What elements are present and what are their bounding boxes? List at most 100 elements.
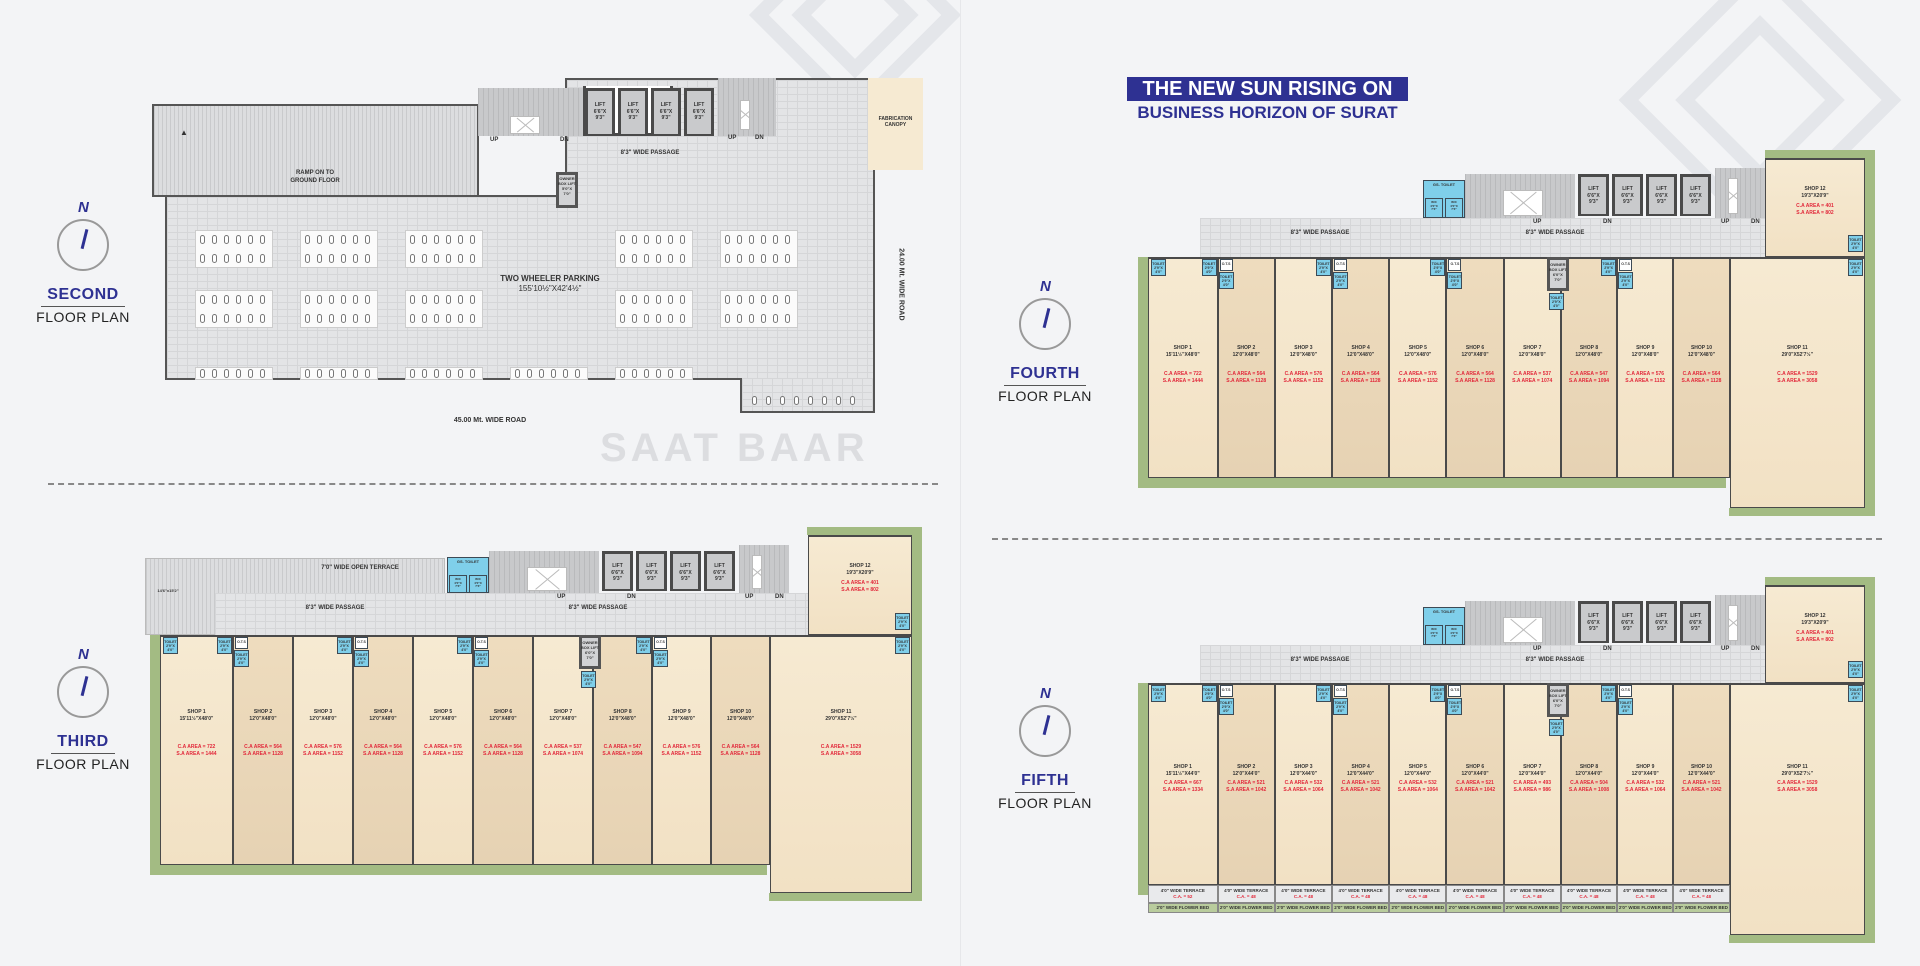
shop-name: SHOP 4 bbox=[1351, 763, 1370, 770]
lift bbox=[684, 88, 714, 136]
flower-bed-label: 2'0" WIDE FLOWER BED bbox=[1334, 905, 1387, 910]
shop-size: 12'0"X48'0" bbox=[1461, 352, 1489, 359]
two-wheeler-icon bbox=[446, 295, 451, 304]
two-wheeler-icon bbox=[305, 254, 310, 263]
two-wheeler-icon bbox=[305, 295, 310, 304]
carpet-area: C.A AREA = 576 bbox=[662, 743, 701, 750]
two-wheeler-icon bbox=[632, 254, 637, 263]
two-wheeler-icon bbox=[656, 295, 661, 304]
toilet: TOILET 2'9"X 4'0" bbox=[1333, 272, 1349, 289]
two-wheeler-icon bbox=[749, 235, 754, 244]
lift-label: LIFT bbox=[693, 102, 705, 108]
flower-bed bbox=[1446, 903, 1504, 913]
two-wheeler-icon bbox=[200, 254, 205, 263]
shop-1 bbox=[160, 635, 233, 865]
carpet-area: C.A AREA = 547 bbox=[603, 743, 642, 750]
section-divider bbox=[992, 538, 1882, 540]
carpet-area: C.A AREA = 537 bbox=[544, 743, 582, 750]
super-area: S.A AREA = 3058 bbox=[1777, 378, 1818, 385]
ots-shaft: O.T.S bbox=[1619, 685, 1633, 697]
two-wheeler-icon bbox=[850, 396, 855, 405]
shop-name: SHOP 7 bbox=[553, 708, 573, 715]
passage-label: 8'3" WIDE PASSAGE bbox=[1525, 230, 1585, 236]
shaft-void bbox=[1728, 178, 1738, 214]
shop-name: SHOP 10 bbox=[1690, 345, 1712, 352]
two-wheeler-icon bbox=[224, 369, 229, 378]
lift bbox=[602, 551, 633, 591]
ots-shaft: O.T.S bbox=[235, 637, 248, 649]
lift-label: LIFT bbox=[1622, 613, 1633, 619]
wc: W/C 4'0"X 7'3" bbox=[1425, 198, 1443, 218]
toilet: TOILET 2'9"X 4'0" bbox=[1201, 685, 1217, 702]
terrace bbox=[1389, 885, 1447, 903]
down-label: DN bbox=[560, 137, 569, 143]
shop-11 bbox=[770, 635, 912, 893]
owner-lift-label: OWNER BOX LIFT 6'0"X 7'0" bbox=[1548, 262, 1567, 282]
toilet: TOILET 2'9"X 4'0" bbox=[1618, 272, 1634, 289]
two-wheeler-icon bbox=[620, 314, 625, 323]
down-label: DN bbox=[1603, 646, 1612, 652]
toilet: TOILET 2'9"X 4'0" bbox=[895, 613, 910, 630]
up-label: UP bbox=[1721, 646, 1730, 652]
super-area: S.A AREA = 1064 bbox=[1625, 786, 1666, 793]
toilet: TOILET 2'9"X 4'0" bbox=[337, 637, 352, 654]
staircase bbox=[1715, 595, 1765, 645]
lift-label: LIFT bbox=[1690, 186, 1701, 192]
super-area: S.A AREA = 1008 bbox=[1568, 786, 1610, 793]
flower-bed bbox=[1617, 903, 1674, 913]
two-wheeler-icon bbox=[773, 314, 778, 323]
down-label: DN bbox=[1751, 646, 1760, 652]
toilet: TOILET 2'9"X 4'0" bbox=[457, 637, 472, 654]
ots-shaft: O.T.S bbox=[475, 637, 488, 649]
two-wheeler-icon bbox=[305, 235, 310, 244]
carpet-area: C.A AREA = 401 bbox=[841, 580, 879, 586]
shop-9 bbox=[1617, 683, 1674, 885]
toilet: TOILET 2'9"X 4'0" bbox=[1848, 259, 1863, 276]
carpet-area: C.A AREA = 504 bbox=[1570, 779, 1608, 786]
two-wheeler-icon bbox=[248, 235, 253, 244]
passage bbox=[215, 593, 808, 635]
lift bbox=[1646, 601, 1677, 643]
shop-name: SHOP 3 bbox=[1294, 345, 1313, 352]
carpet-area: C.A AREA = 521 bbox=[1682, 779, 1721, 786]
owner-box-lift bbox=[556, 172, 578, 208]
two-wheeler-icon bbox=[260, 235, 265, 244]
shop-name: SHOP 1 bbox=[1173, 763, 1192, 770]
toilet: TOILET 2'9"X 4'0" bbox=[581, 671, 596, 688]
carpet-area: C.A AREA = 564 bbox=[1341, 371, 1380, 378]
passage bbox=[1200, 218, 1765, 257]
two-wheeler-icon bbox=[680, 254, 685, 263]
shop-size: 15'11½"X44'0" bbox=[1165, 770, 1200, 777]
compass-needle-icon bbox=[1042, 714, 1050, 736]
flower-bed-label: 2'0" WIDE FLOWER BED bbox=[1448, 905, 1502, 910]
up-label: UP bbox=[1533, 219, 1542, 225]
two-wheeler-icon bbox=[761, 314, 766, 323]
down-label: DN bbox=[627, 594, 636, 600]
two-wheeler-icon bbox=[773, 295, 778, 304]
lift-label: LIFT bbox=[680, 563, 691, 569]
ots-shaft: O.T.S bbox=[1334, 685, 1348, 697]
two-wheeler-icon bbox=[317, 235, 322, 244]
two-wheeler-icon bbox=[632, 314, 637, 323]
lift-label: LIFT bbox=[627, 102, 639, 108]
lift-label: LIFT bbox=[1656, 613, 1667, 619]
shop-name: SHOP 2 bbox=[1237, 345, 1256, 352]
terrace bbox=[1332, 885, 1390, 903]
passage-label: 8'3" WIDE PASSAGE bbox=[1290, 230, 1350, 236]
flower-bed bbox=[1389, 903, 1447, 913]
fabrication-canopy bbox=[868, 78, 923, 170]
shop-size: 29'0"X52'7½" bbox=[825, 715, 857, 722]
toilet: TOILET 2'9"X 4'0" bbox=[1201, 259, 1217, 276]
two-wheeler-icon bbox=[410, 314, 415, 323]
super-area: S.A AREA = 802 bbox=[841, 587, 879, 593]
carpet-area: C.A AREA = 537 bbox=[1513, 371, 1552, 378]
two-wheeler-icon bbox=[668, 235, 673, 244]
carpet-area: C.A AREA = 564 bbox=[484, 743, 522, 750]
down-label: DN bbox=[755, 135, 764, 141]
lift-label: LIFT bbox=[1588, 186, 1599, 192]
two-wheeler-icon bbox=[766, 396, 771, 405]
two-wheeler-icon bbox=[422, 295, 427, 304]
two-wheeler-icon bbox=[780, 396, 785, 405]
two-wheeler-icon bbox=[836, 396, 841, 405]
carpet-area: C.A AREA = 722 bbox=[1163, 371, 1202, 378]
